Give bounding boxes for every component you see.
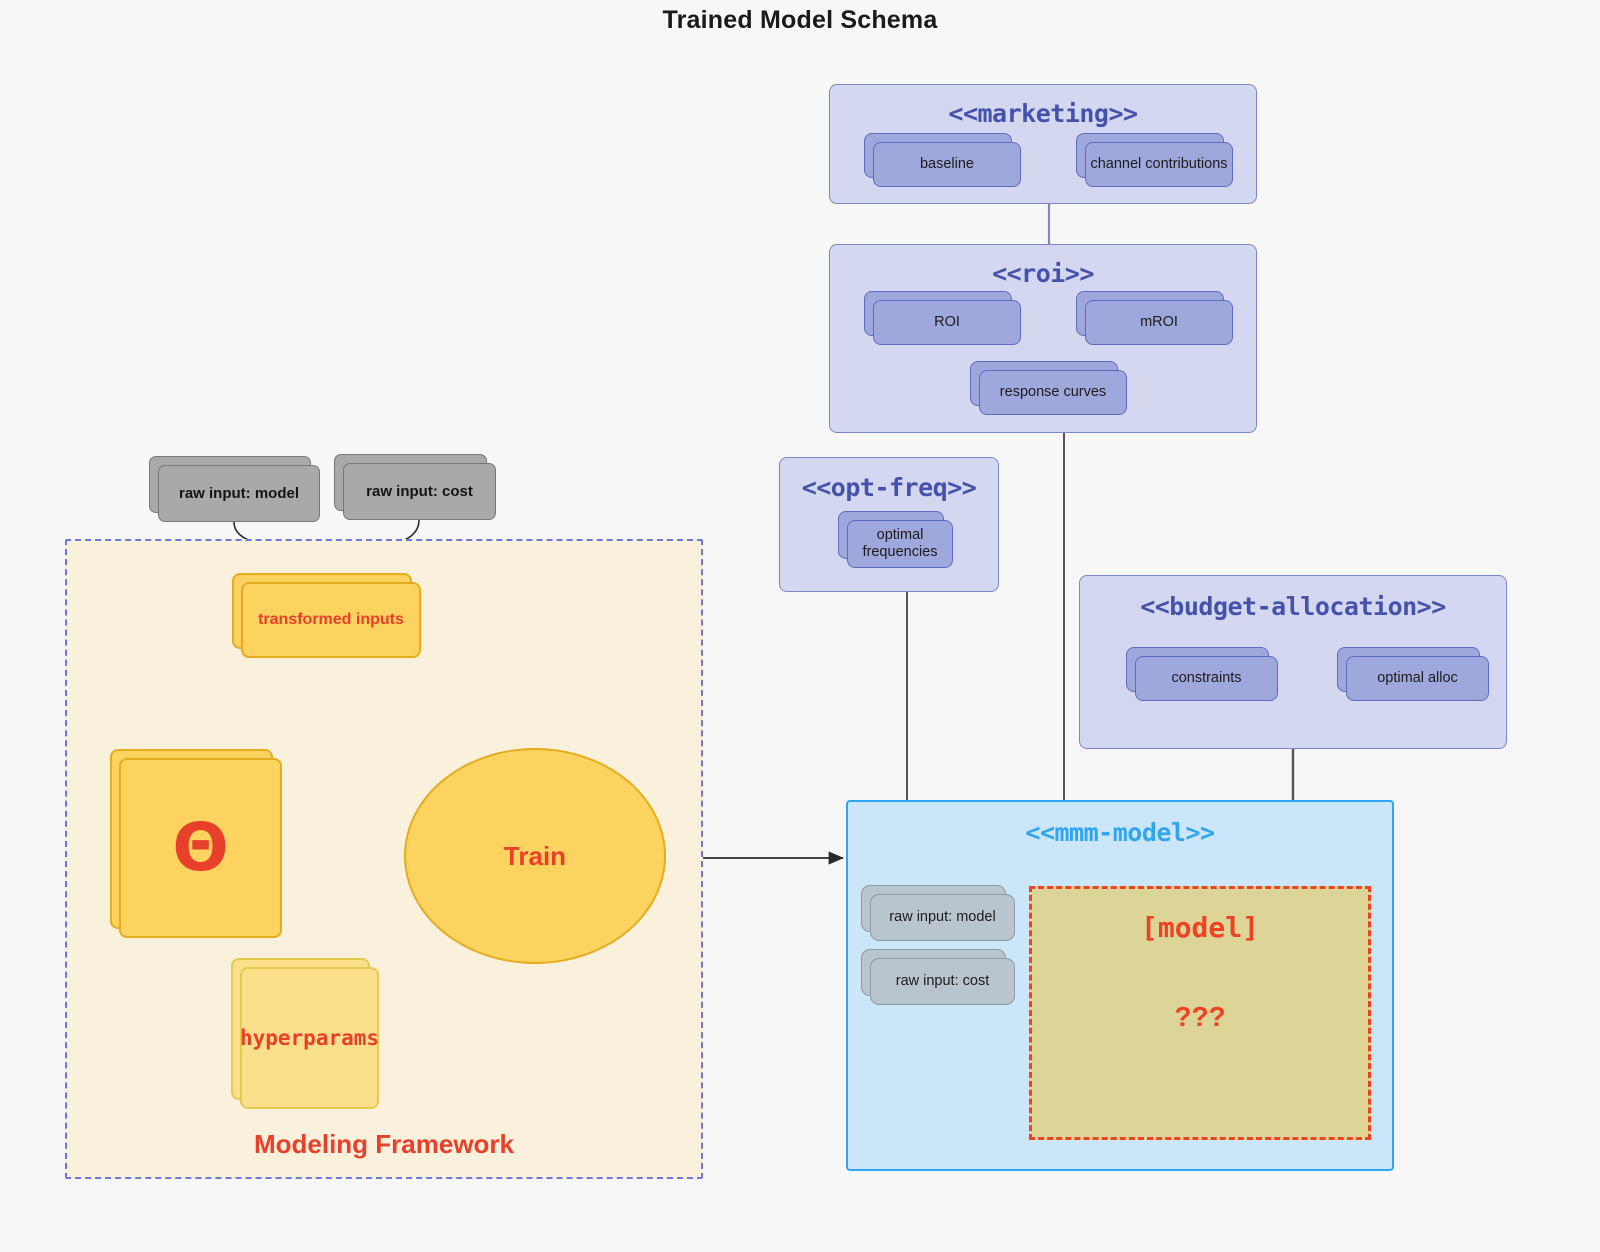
raw-input-cost-card[interactable]: raw input: cost (334, 454, 496, 520)
node-channel-contributions[interactable]: channel contributions (1076, 133, 1233, 187)
node-transformed-inputs[interactable]: transformed inputs (232, 573, 421, 658)
package-budget-allocation-title: <<budget-allocation>> (1140, 592, 1446, 621)
node-roi-label: ROI (873, 300, 1021, 345)
raw-input-cost-label: raw input: cost (343, 463, 496, 520)
package-budget-allocation[interactable]: <<budget-allocation>> constraints optima… (1079, 575, 1507, 749)
mmm-model-title: <<mmm-model>> (1025, 818, 1215, 847)
node-transformed-inputs-label: transformed inputs (241, 582, 421, 658)
node-theta-label: Θ (119, 758, 282, 938)
mmm-raw-input-model-label: raw input: model (870, 894, 1015, 941)
modeling-framework-label: Modeling Framework (253, 1129, 515, 1159)
raw-input-model-card[interactable]: raw input: model (149, 456, 320, 522)
node-response-curves[interactable]: response curves (970, 361, 1127, 415)
node-channel-contributions-label: channel contributions (1085, 142, 1233, 187)
node-theta[interactable]: Θ (110, 749, 282, 938)
node-train[interactable]: Train (404, 748, 666, 964)
node-optimal-alloc-label: optimal alloc (1346, 656, 1489, 701)
package-opt-freq-title: <<opt-freq>> (801, 473, 977, 502)
node-baseline-label: baseline (873, 142, 1021, 187)
node-mroi-label: mROI (1085, 300, 1233, 345)
node-optimal-frequencies-label: optimal frequencies (847, 520, 953, 568)
node-optimal-alloc[interactable]: optimal alloc (1337, 647, 1489, 701)
mmm-raw-input-model-card[interactable]: raw input: model (861, 885, 1015, 941)
package-roi-title: <<roi>> (992, 259, 1094, 288)
node-baseline[interactable]: baseline (864, 133, 1021, 187)
node-constraints[interactable]: constraints (1126, 647, 1278, 701)
package-roi[interactable]: <<roi>> ROI mROI response curves (829, 244, 1257, 433)
package-marketing[interactable]: <<marketing>> baseline channel contribut… (829, 84, 1257, 204)
mmm-raw-input-cost-label: raw input: cost (870, 958, 1015, 1005)
node-response-curves-label: response curves (979, 370, 1127, 415)
node-hyperparams[interactable]: hyperparams (231, 958, 379, 1109)
node-optimal-frequencies[interactable]: optimal frequencies (838, 511, 953, 568)
page-title: Trained Model Schema (662, 6, 938, 34)
node-roi[interactable]: ROI (864, 291, 1021, 345)
node-train-label: Train (503, 840, 567, 871)
model-placeholder-box[interactable]: [model] ??? (1029, 886, 1371, 1140)
node-mroi[interactable]: mROI (1076, 291, 1233, 345)
package-marketing-title: <<marketing>> (948, 99, 1138, 128)
package-opt-freq[interactable]: <<opt-freq>> optimal frequencies (779, 457, 999, 592)
model-placeholder-label: [model] (1140, 911, 1259, 944)
node-hyperparams-label: hyperparams (240, 967, 379, 1109)
mmm-model-region[interactable]: <<mmm-model>> raw input: model raw input… (846, 800, 1394, 1171)
model-unknown-label: ??? (1174, 1001, 1226, 1032)
raw-input-model-label: raw input: model (158, 465, 320, 522)
node-constraints-label: constraints (1135, 656, 1278, 701)
mmm-raw-input-cost-card[interactable]: raw input: cost (861, 949, 1015, 1005)
